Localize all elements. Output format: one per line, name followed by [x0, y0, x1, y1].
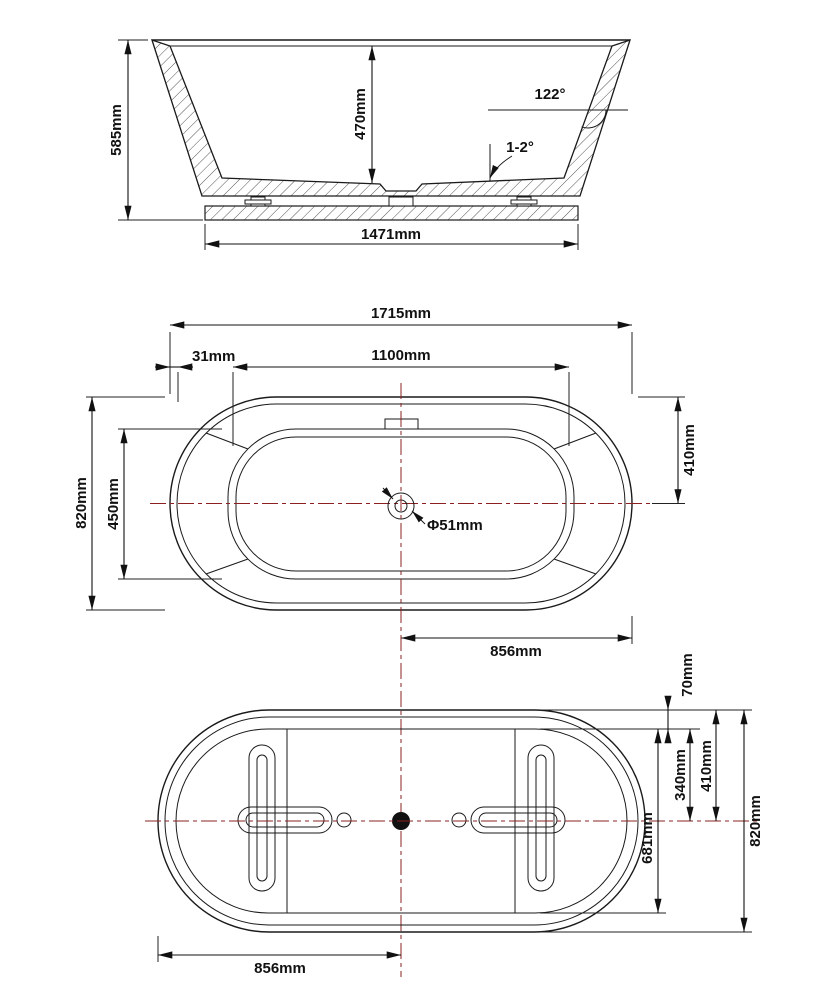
corner-slope-line [553, 432, 597, 450]
dim-rim-width: 31mm [192, 348, 235, 365]
mount-hole-right [451, 812, 467, 828]
dim-support-to-center: 340mm [672, 749, 689, 801]
dim-wall-angle: 122° [534, 86, 565, 103]
dim-overall-height: 585mm [108, 104, 125, 156]
dim-overall-length: 1715mm [371, 305, 431, 322]
base-slab [204, 205, 579, 221]
corner-slope-line [553, 558, 597, 575]
dim-drain-to-end: 856mm [490, 643, 542, 660]
dim-inner-depth: 470mm [352, 88, 369, 140]
dim-inner-length: 1100mm [371, 347, 430, 364]
support-rail-right-horizontal-slot [478, 812, 558, 828]
support-rail-left-horizontal-slot [245, 812, 325, 828]
corner-slope-line [205, 558, 249, 575]
dim-center-to-edge-bottom: 410mm [698, 740, 715, 792]
dim-bottom-slope: 1-2° [506, 139, 534, 156]
foot-right-flange [510, 199, 538, 205]
dim-drain-diameter: Φ51mm [427, 517, 483, 534]
dim-center-to-edge: 410mm [681, 424, 698, 476]
slope-leader-arrow [489, 155, 513, 179]
corner-slope-line [205, 432, 249, 450]
support-rail-left-vertical [248, 744, 276, 892]
drain-label-leader [411, 510, 426, 525]
dim-drain-to-end-bottom: 856mm [254, 960, 306, 977]
angle-arc [581, 109, 607, 129]
dim-base-length: 1471mm [361, 226, 421, 243]
plan-view: Φ51mm 1715mm 1100mm 31mm 820mm 450mm 410… [73, 305, 698, 660]
bottom-view: 70mm 340mm 410mm 681mm 820mm 856mm [145, 653, 764, 977]
mount-hole-left [336, 812, 352, 828]
dim-rim-inset: 70mm [679, 653, 696, 696]
drain-pointer-arrow [381, 487, 394, 500]
dim-base-width: 681mm [639, 812, 656, 864]
foot-left-flange [244, 199, 272, 205]
side-view: 585mm 470mm 122° 1-2° 1471mm [108, 38, 632, 250]
dim-overall-width: 820mm [73, 477, 90, 529]
support-rail-right-vertical [527, 744, 555, 892]
tub-wall-section [150, 38, 632, 197]
dim-overall-width-bottom: 820mm [747, 795, 764, 847]
support-rail-right-horizontal [470, 806, 566, 834]
support-rail-left-horizontal [237, 806, 333, 834]
support-rail-right-slot [535, 754, 547, 882]
dim-inner-width: 450mm [105, 478, 122, 530]
drain-outlet-side [388, 196, 414, 207]
support-rail-left-slot [256, 754, 268, 882]
